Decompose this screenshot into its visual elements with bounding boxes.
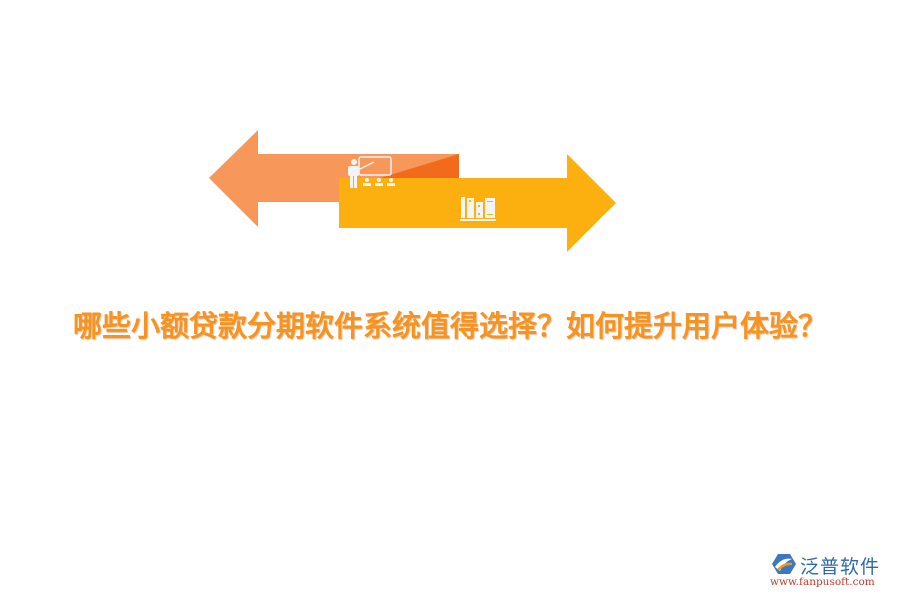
logo-brand-name: 泛普软件	[800, 556, 881, 578]
page-title: 哪些小额贷款分期软件系统值得选择？如何提升用户体验？	[72, 309, 827, 343]
teacher-presentation-icon	[348, 156, 395, 188]
fanpu-logo-icon	[772, 554, 796, 574]
brand-logo: 泛普软件 www.fanpusoft.com	[770, 552, 895, 592]
logo-url: www.fanpusoft.com	[770, 576, 875, 588]
left-arrow	[209, 130, 459, 227]
books-on-shelf-icon	[460, 197, 496, 221]
